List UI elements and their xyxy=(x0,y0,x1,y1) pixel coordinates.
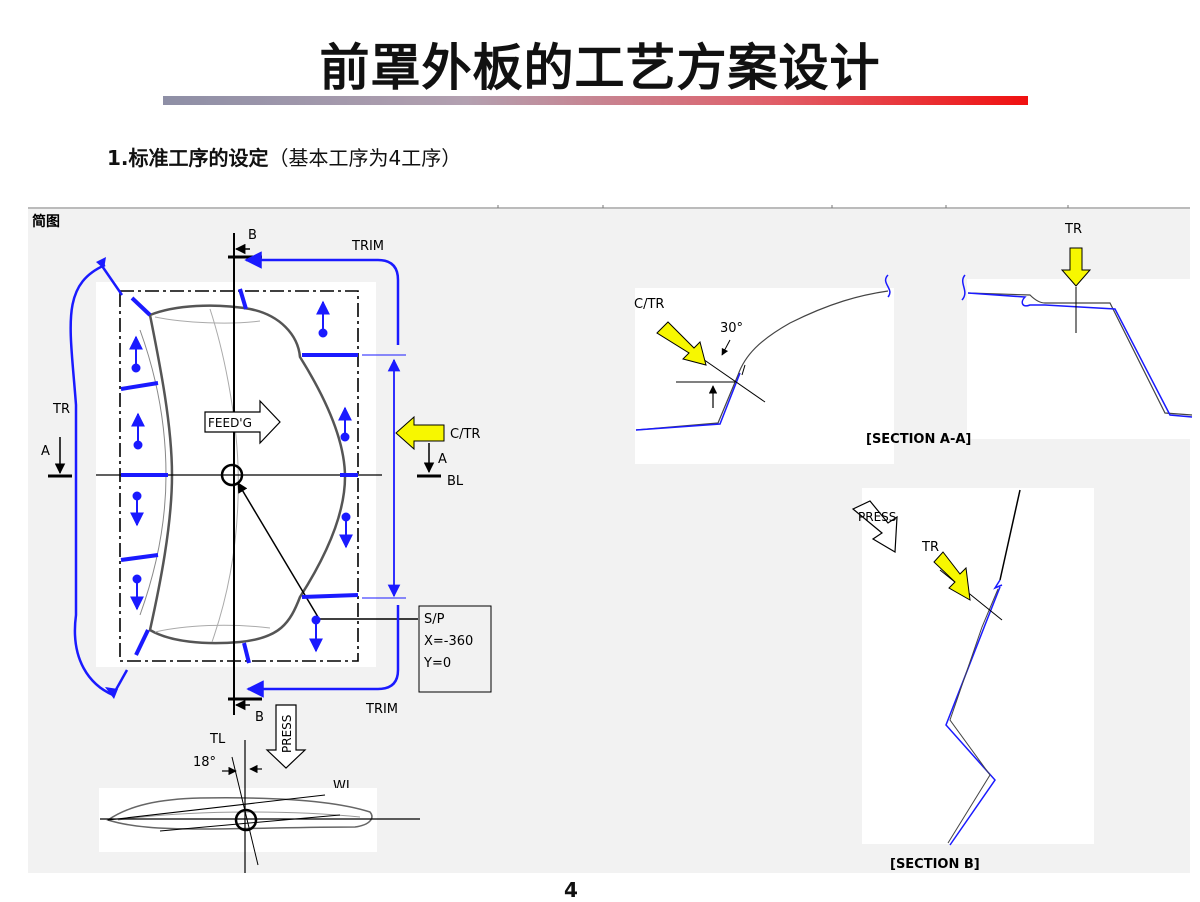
label-ctr-section: C/TR xyxy=(634,297,664,312)
label-b-top: B xyxy=(248,228,257,243)
process-diagram: 简图 B B TRIM TRIM TR A xyxy=(28,205,1193,873)
page-number: 4 xyxy=(564,878,578,902)
label-a-left: A xyxy=(41,444,50,459)
label-bl: BL xyxy=(447,474,464,489)
subtitle-normal: （基本工序为4工序） xyxy=(268,146,462,170)
stamping-point-circle xyxy=(220,463,244,487)
ctr-yellow-arrow xyxy=(395,415,445,451)
ctr-section-yellow-arrow xyxy=(656,321,707,366)
label-tr-section-b: TR xyxy=(921,540,939,555)
press-arrow-vertical xyxy=(265,704,307,769)
hood-panel-outline xyxy=(148,304,347,645)
label-angle18: 18° xyxy=(193,755,216,770)
label-tl: TL xyxy=(209,732,226,747)
label-ctr-right: C/TR xyxy=(450,427,480,442)
tr-section-b-yellow-arrow xyxy=(933,551,971,601)
side-view-circle xyxy=(234,808,258,832)
label-section-aa: [SECTION A-A] xyxy=(866,432,971,447)
label-section-b: [SECTION B] xyxy=(890,857,980,872)
label-trim-top: TRIM xyxy=(351,239,384,254)
feed-arrow xyxy=(204,399,281,445)
label-feed: FEED'G xyxy=(208,416,252,430)
subtitle-bold: 1.标准工序的设定 xyxy=(107,146,269,170)
label-tr-left: TR xyxy=(52,402,70,417)
press-arrow-section-b xyxy=(851,500,898,554)
tr-section-a-yellow-arrow xyxy=(1060,247,1092,287)
page-title: 前罩外板的工艺方案设计 xyxy=(319,38,881,97)
title-underline-bar xyxy=(163,96,1028,105)
label-tr-section-a: TR xyxy=(1064,222,1082,237)
label-press-vertical: PRESS xyxy=(280,715,294,753)
label-a-right: A xyxy=(438,452,447,467)
sp-box xyxy=(418,605,492,693)
subtitle: 1.标准工序的设定（基本工序为4工序） xyxy=(107,142,461,171)
label-sp-line2: X=-360 xyxy=(424,634,473,649)
label-sp-line3: Y=0 xyxy=(423,656,451,671)
label-press-b: PRESS xyxy=(858,510,896,524)
label-trim-bottom: TRIM xyxy=(365,702,398,717)
label-b-bottom: B xyxy=(255,710,264,725)
diagram-header: 简图 xyxy=(32,213,60,230)
label-sp-line1: S/P xyxy=(424,612,445,627)
label-angle30: 30° xyxy=(720,321,743,336)
